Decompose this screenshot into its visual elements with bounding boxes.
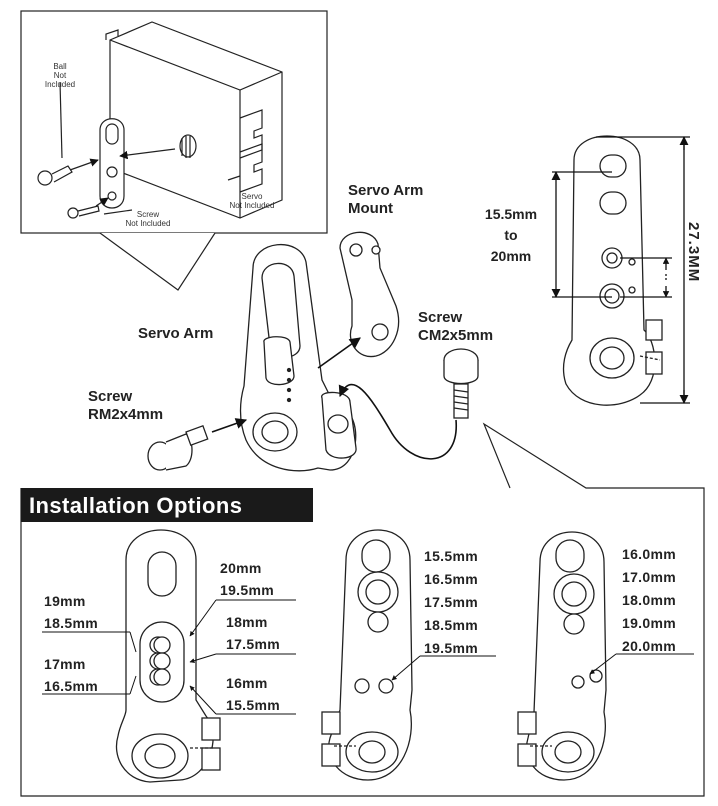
dimension-lines [551,136,690,404]
opt1-right-a-0: 20mm [220,560,262,576]
dimension-arm-drawing [562,135,663,406]
opt2-value-2: 17.5mm [424,594,478,610]
inset-panel [20,10,328,291]
opt1-left-b-0: 17mm [44,656,86,672]
screw-not-included-label: Screw Not Included [125,210,171,228]
servo-arm-mount-label: Servo Arm Mount [348,182,424,217]
servo-arm-label: Servo Arm [138,325,214,342]
opt1-right-c-1: 15.5mm [226,697,280,713]
option3-arm-drawing [517,531,607,781]
screw-cm-label: Screw CM2x5mm [418,309,494,344]
opt1-left-a-0: 19mm [44,593,86,609]
opt1-left-b-1: 16.5mm [44,678,98,694]
opt2-value-3: 18.5mm [424,617,478,633]
opt2-value-4: 19.5mm [424,640,478,656]
opt1-right-b-1: 17.5mm [226,636,280,652]
ball-not-included-label: Ball Not Included [44,62,76,89]
opt3-value-2: 18.0mm [622,592,676,608]
total-length-label: 27.3MM [685,222,702,283]
opt3-value-4: 20.0mm [622,638,676,654]
installation-leader-lines [42,599,694,715]
opt1-right-b-0: 18mm [226,614,268,630]
opt3-value-1: 17.0mm [622,569,676,585]
installation-panel [20,422,705,797]
opt3-value-3: 19.0mm [622,615,676,631]
opt3-value-0: 16.0mm [622,546,676,562]
opt2-value-1: 16.5mm [424,571,478,587]
connector-arrows [211,337,457,460]
screw-cm-drawing [443,348,479,419]
installation-options-title: Installation Options [29,493,243,518]
servo-arm-drawing [239,243,357,472]
option2-arm-drawing [321,529,413,781]
servo-not-included-label: Servo Not Included [229,192,275,210]
opt1-right-c-0: 16mm [226,675,268,691]
screw-rm-drawing [147,425,209,471]
installation-options-banner: Installation Options [21,488,313,522]
screw-rm-label: Screw RM2x4mm [88,388,164,423]
opt1-left-a-1: 18.5mm [44,615,98,631]
option1-arm-drawing [115,529,221,783]
opt1-right-a-1: 19.5mm [220,582,274,598]
servo-arm-mount-drawing [339,231,400,358]
opt2-value-0: 15.5mm [424,548,478,564]
mount-range-label: 15.5mm to 20mm [484,206,538,264]
